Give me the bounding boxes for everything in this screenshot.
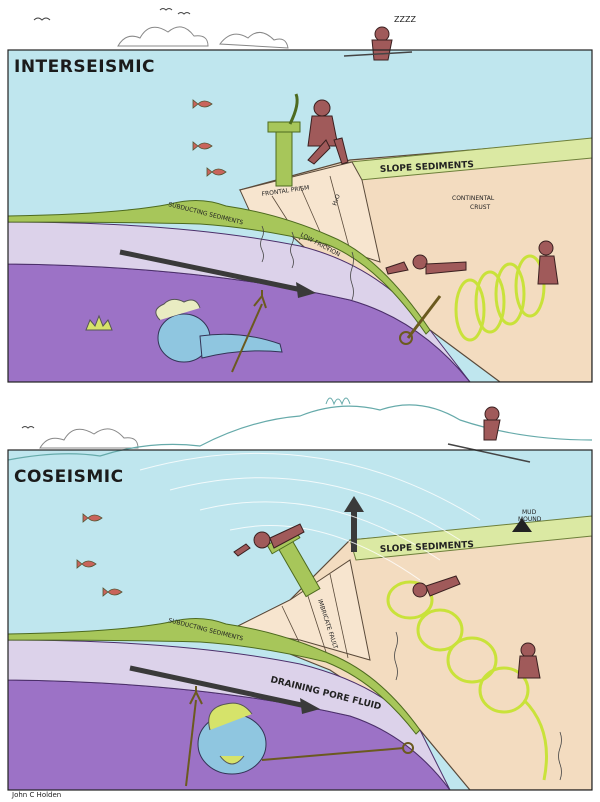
devil-on-spring <box>537 240 559 285</box>
artist-signature: John C Holden <box>11 791 61 799</box>
fish-icon <box>192 141 213 151</box>
interseismic-panel: INTERSEISMIC SLOPE SEDIMENTS FRONTAL PRI… <box>7 8 593 383</box>
plate-motion-arrow-bottom <box>129 665 307 709</box>
spring-top <box>454 254 546 342</box>
label-slope-sediments-top: SLOPE SEDIMENTS <box>380 160 475 175</box>
wave-splash <box>325 397 351 406</box>
devil-flying-1 <box>412 575 461 598</box>
label-h2o: H₂O <box>331 193 342 207</box>
fish-icon <box>82 513 103 523</box>
label-slope-sediments-bottom: SLOPE SEDIMENTS <box>380 540 475 555</box>
fluid-line-1 <box>260 225 264 263</box>
fish-icon <box>102 587 123 597</box>
mud-mound <box>512 518 532 532</box>
devil-pulling-spring <box>385 254 467 275</box>
anchor-rod-top <box>406 295 442 339</box>
neptune-top <box>155 290 283 373</box>
panel-title-interseismic: INTERSEISMIC <box>14 57 155 77</box>
seismic-wave-arcs <box>139 452 481 581</box>
cloud-top-2 <box>219 32 289 49</box>
neptune-bottom <box>185 686 414 787</box>
fluid-line-5 <box>558 731 562 781</box>
devil-pumping-top <box>307 99 349 165</box>
spring-bottom <box>386 580 548 781</box>
slope-sediments-bottom <box>349 515 592 561</box>
cloud-top-1 <box>117 26 209 47</box>
fish-icon <box>192 99 213 109</box>
cloud-bottom <box>39 428 139 449</box>
anchor-ring-top <box>399 331 413 345</box>
panel-title-coseismic: COSEISMIC <box>14 467 124 487</box>
fish-group-top <box>192 99 227 177</box>
bird-2 <box>159 8 173 11</box>
fish-icon <box>206 167 227 177</box>
fish-icon <box>76 559 97 569</box>
devil-surfing <box>447 406 531 463</box>
label-mound: MOUND <box>518 516 542 523</box>
bird-1 <box>33 17 51 21</box>
devil-falling <box>233 523 305 557</box>
bird-4 <box>21 426 35 429</box>
tsunami-wave <box>7 404 593 461</box>
label-mud: MUD <box>522 509 537 516</box>
interseismic-frame <box>7 49 593 383</box>
subducting-sediments-top <box>8 200 431 335</box>
devil-flying-2 <box>517 642 541 679</box>
label-zzz: ZZZZ <box>394 15 416 24</box>
plate-motion-arrow-top <box>119 249 303 293</box>
coseismic-frame <box>7 449 593 791</box>
bird-3 <box>177 12 191 15</box>
fluid-line-2 <box>290 231 294 269</box>
fluid-line-3 <box>350 251 354 301</box>
coseismic-panel: COSEISMIC SLOPE SEDIMENTS MUD MOUND IMBR… <box>7 397 593 791</box>
label-continental: CONTINENTAL <box>452 195 495 202</box>
fish-group-bottom <box>76 513 123 597</box>
crown-icon <box>85 314 113 331</box>
subducting-sediments-bottom <box>8 618 421 735</box>
label-crust: CRUST <box>470 204 491 211</box>
pump-top <box>267 93 301 187</box>
fluid-line-4 <box>394 631 398 681</box>
prism-fault-3 <box>329 175 353 259</box>
